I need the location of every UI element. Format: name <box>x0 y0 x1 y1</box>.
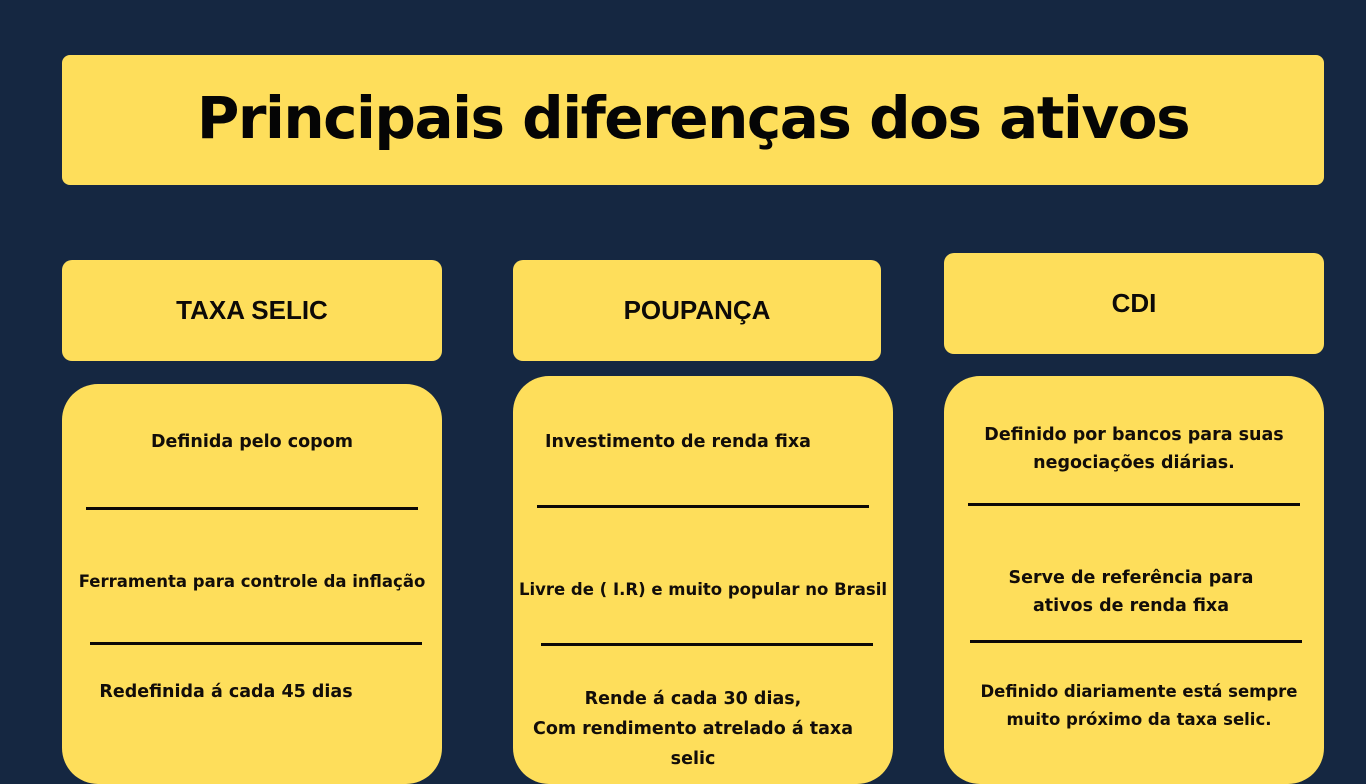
column-header-label: POUPANÇA <box>623 295 771 325</box>
column-card-poupanca: Investimento de renda fixa Livre de ( I.… <box>513 376 893 784</box>
column-header-taxa-selic: TAXA SELIC <box>62 260 442 361</box>
page-title: Principais diferenças dos ativos <box>196 84 1191 152</box>
list-item: Definida pelo copom <box>151 432 353 452</box>
list-item: Ferramenta para controle da inflação <box>78 572 426 591</box>
list-item: Definido por bancos para suas negociaçõe… <box>984 425 1284 473</box>
column-header-label: TAXA SELIC <box>176 295 328 325</box>
list-item: Investimento de renda fixa <box>544 432 811 452</box>
divider <box>86 507 418 510</box>
list-item: Redefinida á cada 45 dias <box>99 682 353 702</box>
column-header-cdi: CDI <box>944 253 1324 354</box>
list-item: Serve de referência para ativos de renda… <box>1008 568 1254 616</box>
divider <box>537 505 869 508</box>
column-card-taxa-selic: Definida pelo copom Ferramenta para cont… <box>62 384 442 784</box>
divider <box>970 640 1302 643</box>
column-header-label: CDI <box>1111 288 1157 318</box>
column-card-cdi: Definido por bancos para suas negociaçõe… <box>944 376 1324 784</box>
title-banner: Principais diferenças dos ativos <box>62 55 1324 185</box>
list-item: Definido diariamente está sempre muito p… <box>980 682 1298 729</box>
divider <box>541 643 873 646</box>
column-header-poupanca: POUPANÇA <box>513 260 881 361</box>
divider <box>968 503 1300 506</box>
divider <box>90 642 422 645</box>
list-item: Rende á cada 30 dias, Com rendimento atr… <box>532 689 854 769</box>
list-item: Livre de ( I.R) e muito popular no Brasi… <box>518 580 888 599</box>
